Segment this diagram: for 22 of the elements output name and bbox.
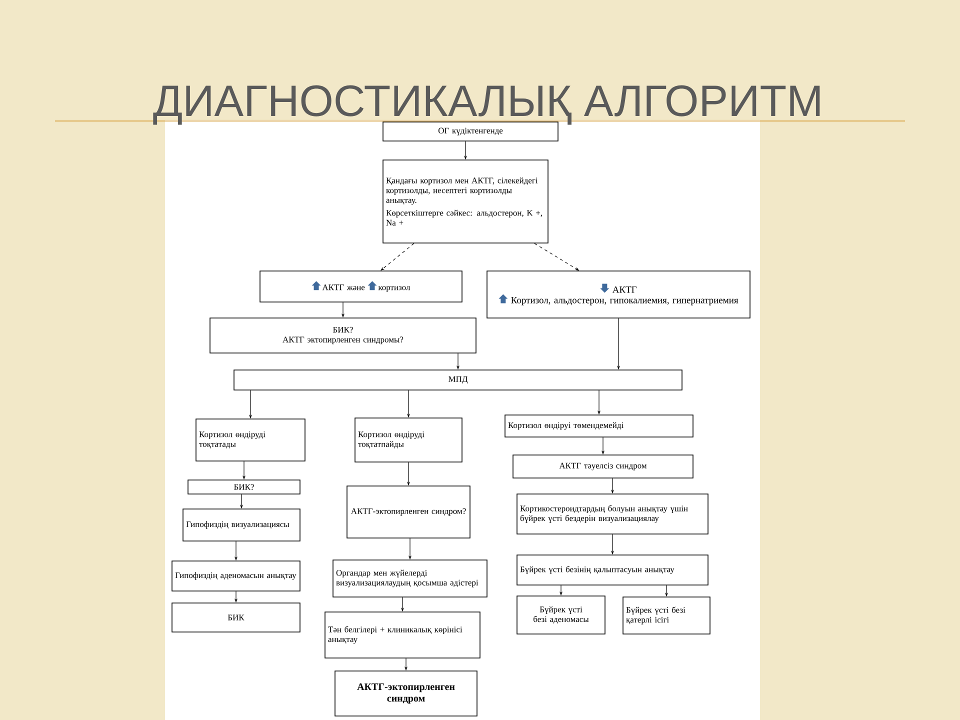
process-box: АКТГ-эктопирленген синдром [334,670,478,716]
process-box: МПД [234,370,682,390]
process-box: ОГ күдіктенгенде [382,122,558,142]
process-box: АКТГ-эктопирленген синдром? [346,486,470,538]
process-box: БИК? АКТГ эктопирленген синдромы? [210,318,476,354]
process-box: Бүйрек үсті безі аденомасы [516,596,606,634]
process-box: Кортизол өндіруі төмендемейді [504,414,694,438]
process-box: Тән белгілері + клиникалық көрінісі анықтау [324,612,480,658]
process-box: Бүйрек үсті безінің қалыптасуын анықтау [516,554,708,586]
process-box: АКТГ тәуелсіз синдром [512,454,694,478]
process-box: Гипофиздің визуализациясы [182,508,300,542]
process-box: Гипофиздің аденомасын анықтау [172,560,300,592]
process-box: Кортизол өндіруді тоқтатады [196,418,306,462]
process-box: Бүйрек үсті безі қатерлі ісігі [622,596,710,634]
process-box: АКТГ Кортизол, альдостерон, гипокалиемия, гипернатриемия [486,270,750,318]
process-box: Органдар мен жүйелерді визуализациялаудың қосымша әдістері [332,560,488,598]
process-box: БИК [172,602,300,632]
process-box: БИК? [188,480,300,494]
process-box: АКТГ және кортизол [260,270,462,302]
process-box: Кортизол өндіруді тоқтатпайды [354,418,462,462]
process-box: Қандағы кортизол мен АКТГ, сілекейдегі кортизолды, несептегі кортизолды анықтау. Көрсеткіштерге сәйкес: альдостерон, K +, Na + [382,160,548,244]
process-box: Кортикостероидтардың болуын анықтау үшін бүйрек үсті бездерін визуализациялау [516,494,708,534]
